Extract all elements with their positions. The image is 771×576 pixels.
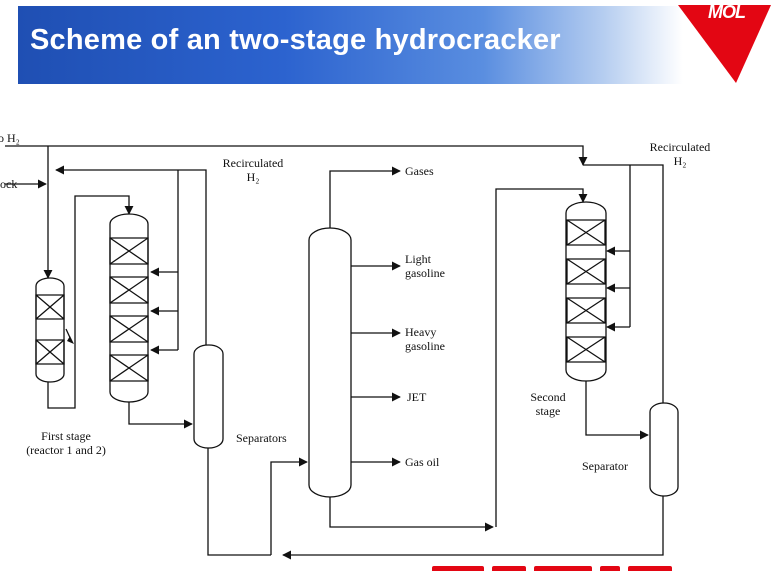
bottom-transfer-lines — [207, 448, 664, 560]
gases-label: Gases — [405, 164, 434, 178]
recirculated-h2-label-1: Recirculated H₂ — [222, 156, 284, 184]
process-flow-svg — [5, 145, 679, 560]
h2-feed-label: o H₂ — [0, 131, 20, 145]
first-separator — [193, 344, 224, 449]
first-stage-label: First stage (reactor 1 and 2) — [26, 429, 106, 457]
reactor-1-to-reactor-2-line — [47, 195, 134, 409]
slide-header: Scheme of an two-stage hydrocracker MOL — [0, 0, 771, 92]
hydrocracker-process-diagram: o H₂ ock Recirculated H₂ First stage (re… — [0, 92, 771, 571]
heavy-gasoline-label: Heavy gasoline — [405, 325, 445, 353]
gas-oil-label: Gas oil — [405, 455, 440, 469]
recirculated-h2-label-2: Recirculated H₂ — [649, 140, 711, 168]
second-stage-reactor — [565, 201, 607, 382]
second-stage-label: Second stage — [530, 390, 566, 418]
separator-label: Separator — [582, 459, 628, 473]
title-banner — [18, 6, 683, 84]
h2-feed-line — [5, 145, 588, 279]
mol-logo-text: MOL — [708, 2, 746, 22]
recirculated-h2-first-stage — [55, 165, 207, 355]
reactor-1 — [35, 277, 74, 383]
slide-title: Scheme of an two-stage hydrocracker — [30, 24, 561, 56]
feedstock-label: ock — [0, 177, 18, 191]
mol-logo — [678, 5, 771, 83]
jet-label: JET — [407, 390, 427, 404]
recirculated-h2-second-stage — [583, 164, 664, 403]
reactor-2-to-separator-line — [128, 402, 193, 429]
second-separator — [649, 402, 679, 497]
light-gasoline-label: Light gasoline — [405, 252, 445, 280]
separators-label: Separators — [236, 431, 287, 445]
second-stage-feed-line — [495, 188, 588, 527]
footer-source-text-fragment — [430, 560, 690, 571]
second-reactor-to-separator-line — [585, 381, 649, 440]
fractionator — [308, 166, 401, 498]
reactor-2 — [109, 213, 149, 403]
